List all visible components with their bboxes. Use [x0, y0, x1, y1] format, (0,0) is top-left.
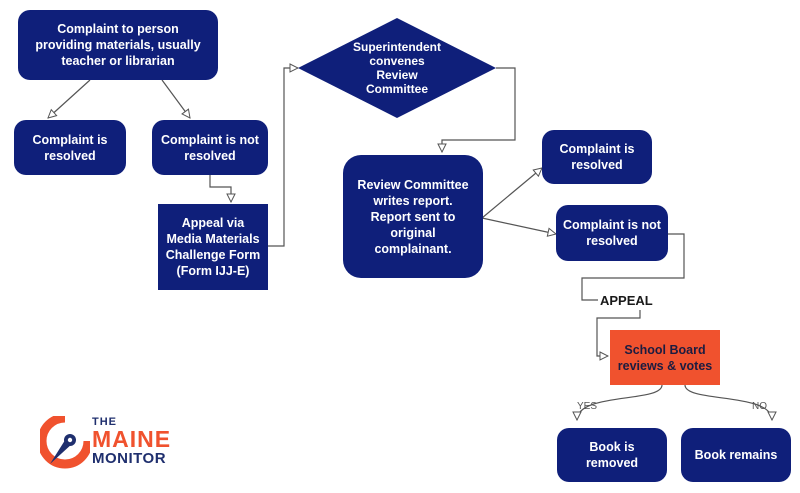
book-removed-node: Book is removed: [557, 428, 667, 482]
appeal-label: APPEAL: [600, 293, 653, 308]
edge-not-resolved-to-appeal-label: [581, 233, 685, 301]
pen-nib-logo-icon: [40, 416, 90, 469]
appeal-form-node: Appeal via Media Materials Challenge For…: [158, 204, 268, 290]
yes-label: YES: [577, 401, 598, 412]
logo-maine-text: MAINE: [92, 426, 172, 452]
superintendent-node: Superintendent convenes Review Committee: [352, 40, 441, 96]
edge-teacher-to-resolved: [48, 79, 91, 118]
complaint-to-teacher-node: Complaint to person providing materials,…: [18, 10, 218, 80]
no-label: NO: [752, 401, 767, 412]
review-committee-node: Review Committee writes report. Report s…: [343, 155, 483, 278]
edge-review-to-resolved: [481, 168, 542, 219]
edge-board-to-removed: [577, 384, 663, 420]
school-board-node: School Board reviews & votes: [610, 330, 720, 385]
edge-not-resolved-to-appeal: [209, 175, 231, 202]
edge-review-to-not-resolved: [481, 217, 556, 234]
complaint-resolved-node-1: Complaint is resolved: [14, 120, 126, 175]
edge-superintendent-to-review: [442, 67, 516, 152]
edge-appeal-to-superintendent: [268, 68, 298, 247]
complaint-not-resolved-node-1: Complaint is not resolved: [152, 120, 268, 175]
edge-appeal-to-school-board: [596, 310, 641, 356]
edge-board-to-remains: [684, 384, 772, 420]
logo-monitor-text: MONITOR: [92, 450, 167, 467]
maine-monitor-logo: THE MAINE MONITOR: [40, 414, 200, 474]
superintendent-diamond: [298, 18, 496, 118]
complaint-not-resolved-node-2: Complaint is not resolved: [556, 205, 668, 261]
logo-the-text: THE: [92, 416, 117, 428]
edge-teacher-to-not-resolved: [161, 79, 190, 118]
book-remains-node: Book remains: [681, 428, 791, 482]
complaint-resolved-node-2: Complaint is resolved: [542, 130, 652, 184]
